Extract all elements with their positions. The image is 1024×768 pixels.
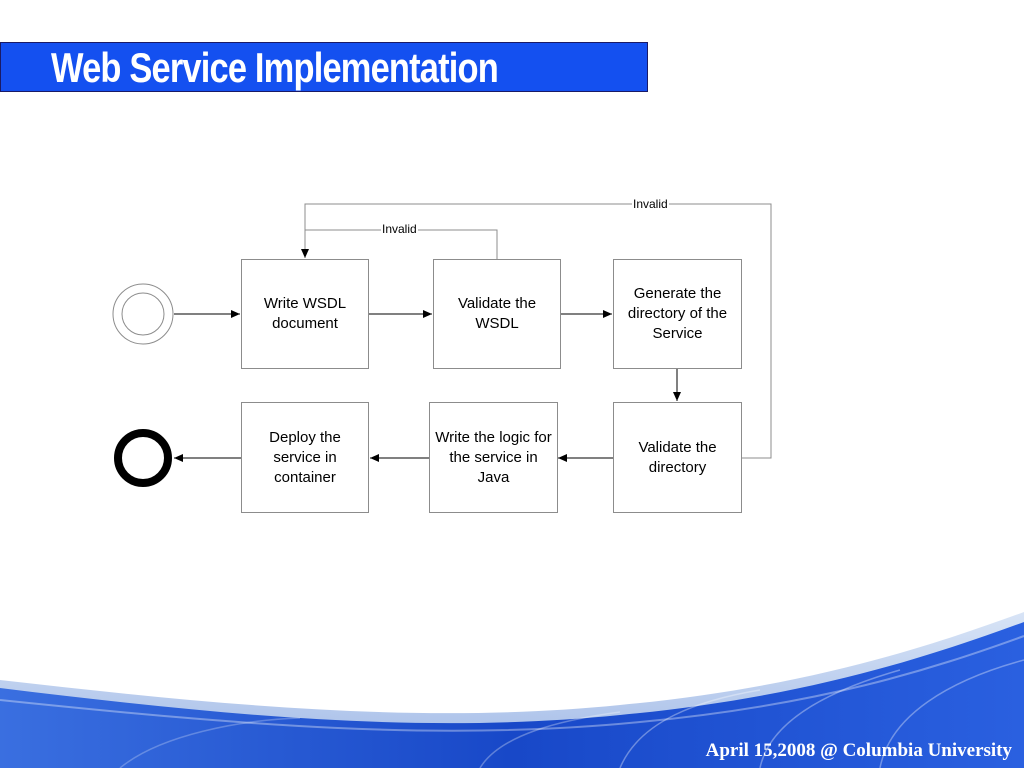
- edge-label-invalid-inner: Invalid: [381, 222, 418, 236]
- edge-label-invalid-outer: Invalid: [632, 197, 669, 211]
- node-write-logic: Write the logic for the service in Java: [429, 402, 558, 513]
- node-validate-directory: Validate the directory: [613, 402, 742, 513]
- title-banner: Web Service Implementation: [0, 42, 648, 92]
- end-node-icon: [114, 429, 172, 487]
- loop-invalid-outer: [304, 203, 772, 459]
- start-node-icon: [112, 283, 174, 345]
- footer-wave: [0, 612, 1024, 768]
- node-write-logic-label: Write the logic for the service in Java: [435, 428, 552, 486]
- node-validate-wsdl-label: Validate the WSDL: [457, 295, 537, 332]
- node-generate-directory: Generate the directory of the Service: [613, 259, 742, 369]
- node-write-wsdl-label: Write WSDL document: [263, 295, 347, 332]
- node-write-wsdl: Write WSDL document: [241, 259, 369, 369]
- node-validate-directory-label: Validate the directory: [638, 438, 717, 476]
- node-deploy: Deploy the service in container: [241, 402, 369, 513]
- node-deploy-label: Deploy the service in container: [269, 428, 341, 486]
- slide-title: Web Service Implementation: [51, 44, 499, 91]
- footer-text: April 15,2008 @ Columbia University: [705, 740, 1012, 761]
- node-validate-wsdl: Validate the WSDL: [433, 259, 561, 369]
- node-generate-directory-label: Generate the directory of the Service: [627, 285, 728, 342]
